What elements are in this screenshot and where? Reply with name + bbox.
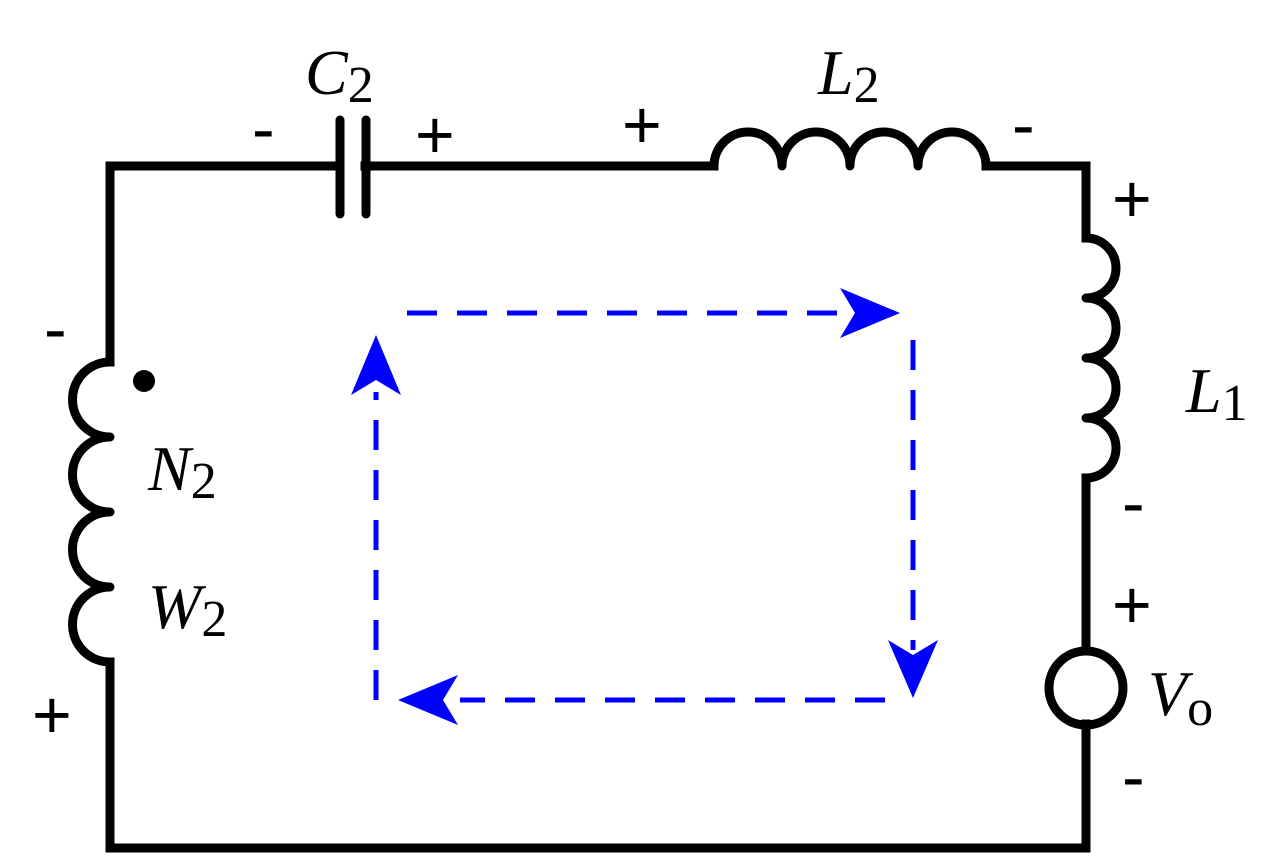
arrow-down-icon bbox=[888, 640, 938, 698]
polarity-w2-bottom: + bbox=[32, 677, 72, 753]
arrow-right-icon bbox=[840, 288, 900, 338]
polarity-l2-left: + bbox=[622, 87, 662, 163]
label-l1: L1 bbox=[1185, 355, 1248, 432]
label-c2: C2 bbox=[305, 37, 374, 114]
wire-top-left bbox=[105, 161, 338, 367]
polarity-l2-right: - bbox=[1012, 87, 1035, 163]
label-n2: N2 bbox=[147, 433, 217, 510]
voltage-source-vo bbox=[1044, 646, 1128, 730]
polarity-vo-bottom: - bbox=[1122, 739, 1145, 815]
arrow-left-icon bbox=[398, 675, 458, 725]
arrow-up-icon bbox=[351, 335, 401, 395]
inductor-l1 bbox=[1081, 233, 1121, 483]
label-w2: W2 bbox=[148, 571, 227, 648]
label-l2: L2 bbox=[817, 37, 880, 114]
winding-w2 bbox=[68, 357, 115, 667]
polarity-w2-top: - bbox=[44, 291, 67, 367]
current-loop bbox=[351, 288, 938, 725]
wire-top-right bbox=[981, 161, 1091, 243]
wire-bottom bbox=[105, 657, 1091, 853]
winding-dot-marker bbox=[133, 370, 155, 392]
polarity-c2-right: + bbox=[415, 97, 455, 173]
polarity-c2-left: - bbox=[252, 91, 275, 167]
polarity-l1-bottom: - bbox=[1122, 465, 1145, 541]
polarity-vo-top: + bbox=[1112, 567, 1152, 643]
inductor-l2 bbox=[709, 127, 991, 171]
label-vo: Vo bbox=[1148, 658, 1213, 737]
polarity-l1-top: + bbox=[1112, 161, 1152, 237]
